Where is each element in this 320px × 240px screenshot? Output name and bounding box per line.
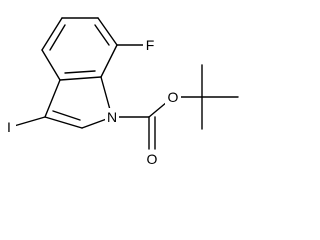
label-bg-n bbox=[105, 108, 119, 126]
atom-label-nitrogen: N bbox=[107, 109, 117, 125]
bond-c4-c5 bbox=[41, 17, 63, 51]
bond-c3-c2-inner bbox=[52, 110, 81, 121]
label-bg-i bbox=[4, 118, 16, 136]
atom-label-iodine: I bbox=[7, 119, 11, 135]
bonds bbox=[13, 17, 239, 150]
bond-c4-c5-inner bbox=[49, 24, 66, 51]
bond-c3-i bbox=[13, 116, 46, 127]
label-bg-o-ester bbox=[165, 88, 181, 106]
bond-c6-c7 bbox=[97, 17, 118, 46]
molecule-structure: F I N O O bbox=[4, 17, 239, 168]
bond-c3-c2 bbox=[44, 116, 83, 129]
bond-c3a-c3 bbox=[44, 79, 61, 118]
bond-c7a-c3a bbox=[59, 76, 102, 81]
bond-c7-c7a bbox=[100, 44, 118, 78]
label-backgrounds bbox=[4, 36, 181, 168]
label-bg-f bbox=[143, 36, 156, 54]
atom-label-fluorine: F bbox=[146, 37, 155, 53]
atom-labels: F I N O O bbox=[7, 37, 179, 167]
bond-c7a-c3a-inner bbox=[64, 70, 96, 74]
label-bg-o-carbonyl bbox=[144, 150, 160, 168]
bond-c3a-c4 bbox=[41, 49, 61, 81]
atom-label-ester-oxygen: O bbox=[168, 89, 179, 105]
bond-c6-c7-inner bbox=[94, 24, 110, 46]
atom-label-carbonyl-oxygen: O bbox=[147, 151, 158, 167]
